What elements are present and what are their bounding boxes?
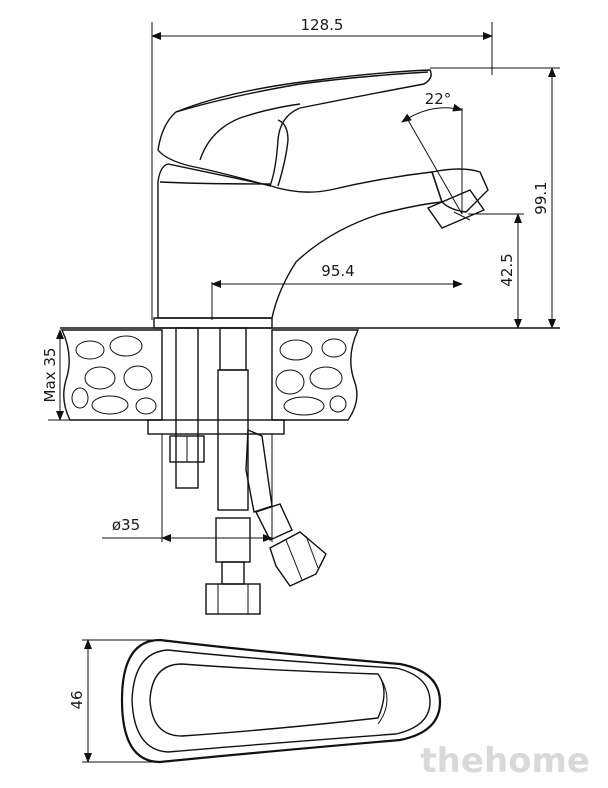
max-thickness-label: Max 35 (41, 348, 59, 403)
dimension-total-height: 99.1 (270, 67, 560, 329)
dimension-overall-width: 128.5 (151, 16, 493, 320)
faucet-side-view (60, 69, 560, 329)
mounting-stud (169, 327, 205, 489)
dimension-handle-width: 46 (68, 639, 160, 763)
spout-angle-label: 22° (425, 90, 452, 108)
dimension-hole-diameter: ø35 (102, 434, 273, 542)
dimension-spout-height: 42.5 (468, 213, 524, 329)
overall-width-label: 128.5 (301, 16, 344, 34)
countertop-section (60, 329, 360, 435)
dimension-spout-reach: 95.4 (211, 262, 463, 320)
water-hoses (205, 327, 327, 615)
watermark: thehome (420, 741, 590, 781)
dimension-spout-angle: 22° (401, 90, 463, 215)
hole-diameter-label: ø35 (112, 516, 140, 534)
dimension-max-thickness: Max 35 (41, 329, 70, 421)
faucet-top-view (120, 638, 442, 764)
spout-height-label: 42.5 (498, 253, 516, 286)
total-height-label: 99.1 (532, 181, 550, 214)
spout-reach-label: 95.4 (321, 262, 354, 280)
handle-width-label: 46 (68, 690, 86, 709)
